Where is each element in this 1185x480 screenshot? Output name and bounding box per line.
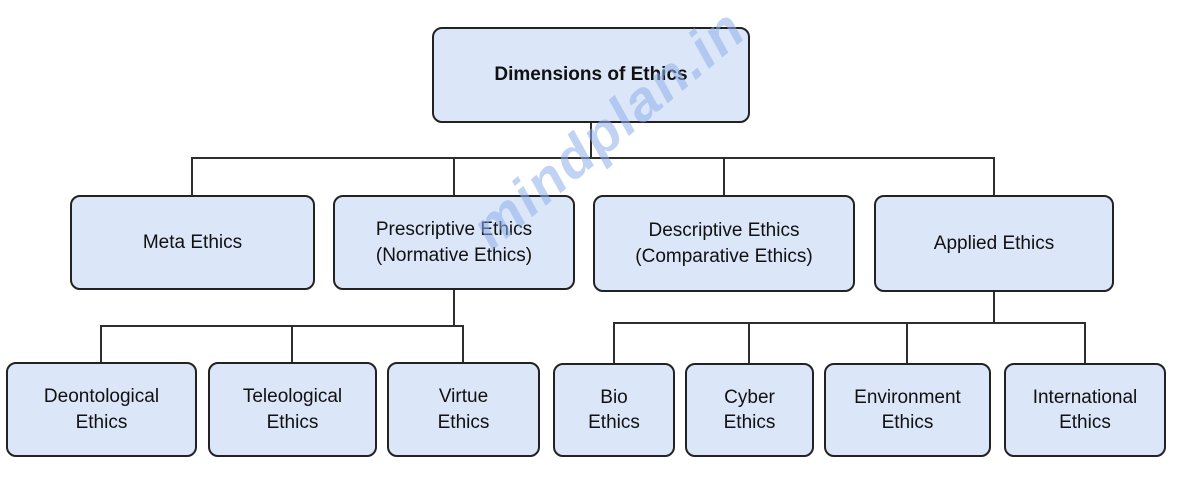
connector-root-to-level2 [191,123,995,195]
node-applied-ethics: Applied Ethics [874,195,1114,292]
node-teleological-ethics: Teleological Ethics [208,362,377,457]
node-environment-ethics: Environment Ethics [824,363,991,457]
connector-applied-to-children [613,292,1086,363]
node-dimensions-of-ethics: Dimensions of Ethics [432,27,750,123]
node-bio-ethics: Bio Ethics [553,363,675,457]
connector-prescriptive-to-children [100,288,464,362]
node-virtue-ethics: Virtue Ethics [387,362,540,457]
node-cyber-ethics: Cyber Ethics [685,363,814,457]
node-international-ethics: International Ethics [1004,363,1166,457]
node-deontological-ethics: Deontological Ethics [6,362,197,457]
node-meta-ethics: Meta Ethics [70,195,315,290]
node-prescriptive-ethics: Prescriptive Ethics (Normative Ethics) [333,195,575,290]
node-descriptive-ethics: Descriptive Ethics (Comparative Ethics) [593,195,855,292]
